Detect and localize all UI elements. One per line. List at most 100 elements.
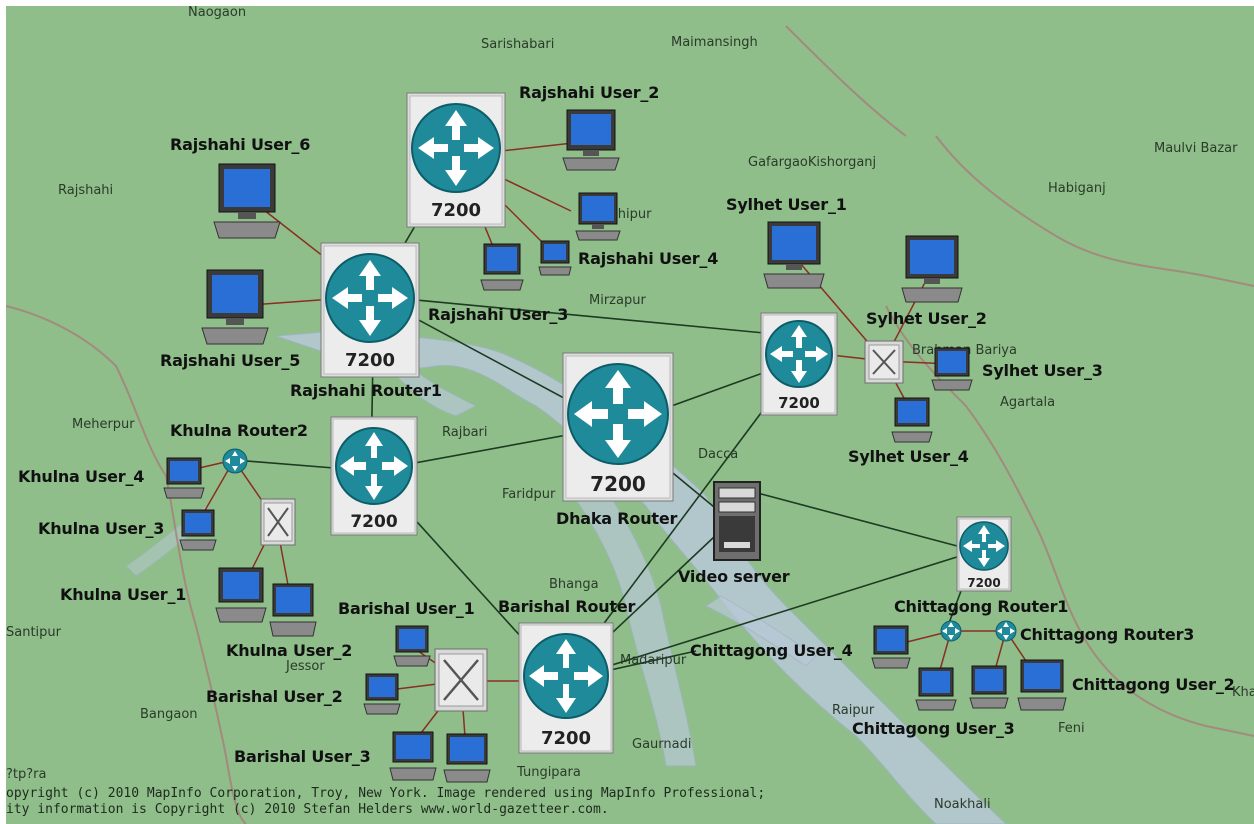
router-model-label: 7200 [430,200,482,221]
khulna-router2-label: Khulna Router2 [170,421,308,440]
pc-barishal-user-extra[interactable] [442,732,492,784]
pc-sylhet-user-2[interactable] [900,234,964,304]
router-7200-icon [518,622,614,754]
khulna-router2[interactable] [222,448,248,474]
pc-sylhet-user-3[interactable] [930,346,974,392]
link-video-chittagong [730,485,977,552]
place-name: Santipur [6,625,62,640]
pc-chittagong-user-3[interactable] [914,666,958,712]
pc-khulna-user-3[interactable] [178,508,218,552]
pc-sylhet-user-4[interactable] [890,396,934,444]
computer-icon [931,347,973,391]
place-name: Maulvi Bazar [1154,141,1238,156]
place-name: Kha [1232,685,1254,700]
sylhet-user-3-label: Sylhet User_3 [982,361,1103,380]
server-icon [713,481,761,561]
computer-icon [969,665,1009,709]
computer-icon [480,243,524,291]
place-name: Habiganj [1048,181,1106,196]
pc-rajshahi-user-4[interactable] [538,240,572,276]
pc-khulna-user-2[interactable] [268,582,318,638]
router-7200-icon [760,312,838,416]
rajshahi-user-4-label: Rajshahi User_4 [578,249,719,268]
router-small-icon [222,448,248,474]
computer-icon [871,625,911,669]
computer-icon [1017,659,1067,711]
router-model-label: 7200 [344,350,396,371]
sylhet-switch[interactable] [864,340,904,384]
router-model-label: 7200 [350,512,398,532]
khulna-user-2-label: Khulna User_2 [226,641,353,660]
sylhet-user-1-label: Sylhet User_1 [726,195,847,214]
chittagong-user-3-label: Chittagong User_3 [852,719,1015,738]
dhaka-router[interactable]: 7200 [562,352,674,502]
link-barishal-chittagong [560,550,977,682]
place-name: Rajbari [442,425,488,440]
switch-icon [260,498,296,546]
chittagong-router1[interactable]: 7200 [956,516,1012,592]
barishal-router[interactable]: 7200 [518,622,614,754]
place-name: Mirzapur [589,293,646,308]
pc-sylhet-user-1[interactable] [762,220,826,290]
pc-barishal-user-3[interactable] [388,730,438,782]
place-name: GafargaoKishorganj [748,155,877,170]
rajshahi-router-top[interactable]: 7200 [406,92,506,228]
router-7200-icon [320,242,420,378]
computer-icon [163,457,205,499]
pc-rajshahi-user-extra[interactable] [574,191,622,241]
place-name: ?tp?ra [6,767,47,782]
place-name: Noakhali [934,797,991,812]
pc-chittagong-user-extra[interactable] [968,664,1010,710]
computer-icon [179,509,217,551]
rajshahi-router1-label: Rajshahi Router1 [290,381,442,400]
pc-chittagong-user-4[interactable] [870,624,912,670]
pc-rajshahi-user-3[interactable] [479,242,525,292]
place-name: Gaurnadi [632,737,692,752]
pc-barishal-user-1[interactable] [392,624,432,668]
rajshahi-user-5-label: Rajshahi User_5 [160,351,301,370]
place-name: Meherpur [72,417,135,432]
pc-chittagong-user-2[interactable] [1016,658,1068,712]
computer-icon [213,163,281,239]
router-7200-icon [406,92,506,228]
chittagong-router2[interactable] [940,620,962,642]
chittagong-router3[interactable] [995,620,1017,642]
computer-icon [562,109,620,171]
computer-icon [915,667,957,711]
pc-barishal-user-2[interactable] [362,672,402,716]
place-name: Tungipara [517,765,581,780]
map-copyright-line-2: ity information is Copyright (c) 2010 St… [6,802,609,817]
chittagong-router3-label: Chittagong Router3 [1020,625,1195,644]
pc-rajshahi-user-2[interactable] [561,108,621,172]
khulna-router-mid[interactable]: 7200 [330,416,418,536]
pc-rajshahi-user-6[interactable] [212,162,282,240]
sylhet-router[interactable]: 7200 [760,312,838,416]
rajshahi-user-2-label: Rajshahi User_2 [519,83,660,102]
computer-icon [901,235,963,303]
place-name: Sarishabari [481,37,555,52]
place-name: Jessor [286,659,325,674]
computer-icon [538,240,572,276]
pc-rajshahi-user-5[interactable] [200,268,270,346]
computer-icon [763,221,825,289]
khulna-user-3-label: Khulna User_3 [38,519,165,538]
pc-khulna-user-4[interactable] [162,456,206,500]
pc-khulna-user-1[interactable] [214,566,268,624]
khulna-user-1-label: Khulna User_1 [60,585,187,604]
video-server[interactable] [712,480,762,562]
barishal-switch[interactable] [434,648,488,712]
router-model-label: 7200 [590,472,646,496]
computer-icon [389,731,437,781]
rajshahi-router1[interactable]: 7200 [320,242,420,378]
place-name: Agartala [1000,395,1056,410]
router-model-label: 7200 [778,394,820,412]
router-model-label: 7200 [967,576,1001,590]
switch-icon [864,340,904,384]
computer-icon [393,625,431,667]
khulna-switch[interactable] [260,498,296,546]
khulna-user-4-label: Khulna User_4 [18,467,145,486]
barishal-user-2-label: Barishal User_2 [206,687,343,706]
router-7200-icon [956,516,1012,592]
rajshahi-user-6-label: Rajshahi User_6 [170,135,311,154]
